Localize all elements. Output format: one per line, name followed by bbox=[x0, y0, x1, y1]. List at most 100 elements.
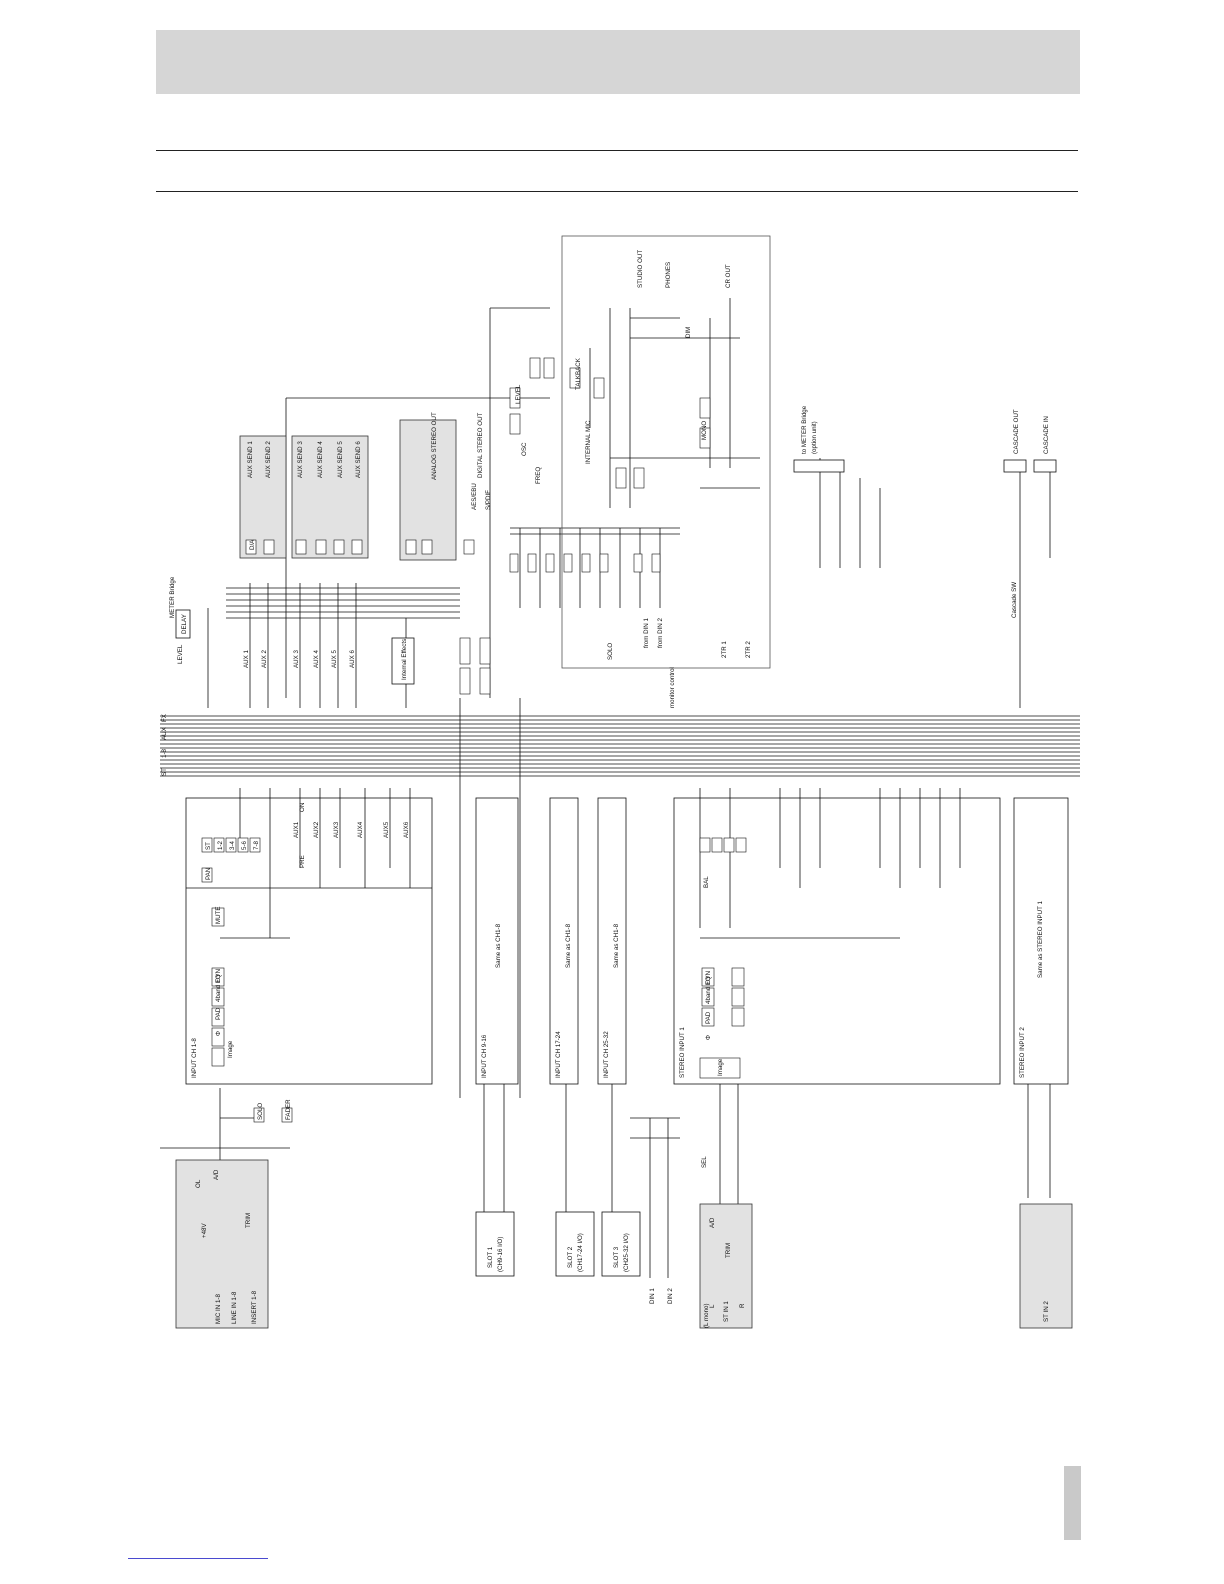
monitor-control-label: monitor control bbox=[669, 667, 676, 708]
dyn-label: DYN bbox=[215, 969, 222, 982]
meter-bridge-sub: (option unit) bbox=[811, 421, 818, 454]
bus-aux-label: AUX bbox=[161, 727, 168, 740]
assign-34-label: 3-4 bbox=[229, 840, 236, 850]
meter-bridge-title: to METER Bridge bbox=[801, 405, 808, 454]
osc-label: OSC bbox=[521, 442, 528, 456]
slot-1-box bbox=[475, 1211, 515, 1277]
st-bal-label: BAL bbox=[703, 876, 710, 888]
aux2-label: AUX2 bbox=[313, 821, 320, 838]
input-ch-label: INPUT CH 1-8 bbox=[191, 1038, 198, 1078]
stereo-input-1-label: STEREO INPUT 1 bbox=[679, 1027, 686, 1078]
slot-3-box bbox=[601, 1211, 641, 1277]
slot-1-sub: (CH9-16 I/O) bbox=[497, 1237, 504, 1272]
st-in-2-label: ST IN 2 bbox=[1043, 1301, 1050, 1322]
slot-1-label: SLOT 1 bbox=[487, 1246, 494, 1268]
header-rule-top bbox=[156, 150, 1078, 151]
delay-label: DELAY bbox=[181, 614, 188, 634]
st-image-label: Image bbox=[717, 1058, 724, 1076]
ch9-16-label: INPUT CH 9-16 bbox=[481, 1034, 488, 1078]
st-in-1-l: L bbox=[709, 1304, 716, 1308]
trim-label: TRIM bbox=[245, 1213, 252, 1228]
mute-label: MUTE bbox=[215, 906, 222, 924]
dim-label: DIM bbox=[685, 327, 692, 338]
aux-send-3-label: AUX SEND 3 bbox=[297, 441, 304, 478]
din-2-label: DIN 2 bbox=[667, 1288, 674, 1304]
input-channel-module bbox=[185, 797, 433, 1085]
insert-label: INSERT 1-8 bbox=[251, 1290, 258, 1324]
slot-3-label: SLOT 3 bbox=[613, 1246, 620, 1268]
ch17-24-label: INPUT CH 17-24 bbox=[555, 1031, 562, 1078]
aux6-label: AUX6 bbox=[403, 821, 410, 838]
stereo-input-2-label: STEREO INPUT 2 bbox=[1019, 1027, 1026, 1078]
ch17-24-note: Same as CH1-8 bbox=[565, 923, 572, 968]
ad-label: A/D bbox=[213, 1169, 220, 1180]
assign-56-label: 5-6 bbox=[241, 840, 248, 850]
cascade-in-conn bbox=[1033, 459, 1057, 473]
from-din-2-label: from DIN 2 bbox=[657, 618, 664, 648]
aux-master-3: AUX 3 bbox=[293, 650, 300, 668]
cascade-in-label: CASCADE IN bbox=[1043, 416, 1050, 454]
st-in-1-r: R bbox=[739, 1303, 746, 1308]
stereo-input-note: Same as STEREO INPUT 1 bbox=[1037, 901, 1044, 978]
st-eq-label: 4band EQ bbox=[705, 976, 712, 1004]
assign-78-label: 7-8 bbox=[253, 840, 260, 850]
st-dyn-label: DYN bbox=[705, 971, 712, 984]
st-in-1-box bbox=[699, 1203, 753, 1329]
assign-12-label: 1-2 bbox=[217, 840, 224, 850]
internal-mic-label: INTERNAL MIC bbox=[585, 420, 592, 464]
phase-label: Φ bbox=[215, 1031, 222, 1036]
aux-master-6: AUX 6 bbox=[349, 650, 356, 668]
slot-2-sub: (CH17-24 I/O) bbox=[577, 1233, 584, 1272]
cr-out-label: CR OUT bbox=[725, 264, 732, 288]
st-pad-label: PAD bbox=[705, 1011, 712, 1024]
meter-bridge-conn bbox=[793, 459, 845, 473]
footer-link-underline bbox=[128, 1558, 268, 1559]
bus-bundle bbox=[160, 715, 1080, 777]
header-rule-bottom bbox=[156, 191, 1078, 192]
block-diagram-svg: INPUT CH 1-8 MIC IN 1-8 LINE IN 1-8 INSE… bbox=[160, 235, 1080, 1329]
monitor-section bbox=[561, 235, 771, 669]
cascade-out-label: CASCADE OUT bbox=[1013, 409, 1020, 454]
mic-in-label: MIC IN 1-8 bbox=[215, 1294, 222, 1324]
aux3-label: AUX3 bbox=[333, 821, 340, 838]
st-in-1-trim: TRIM bbox=[725, 1243, 732, 1258]
aux-send-6-label: AUX SEND 6 bbox=[355, 441, 362, 478]
aux-master-2: AUX 2 bbox=[261, 650, 268, 668]
bus-fx-label: FX bbox=[161, 714, 168, 722]
phantom-label: +48V bbox=[201, 1223, 208, 1238]
st-phase-label: Φ bbox=[705, 1035, 712, 1040]
aux-master-4: AUX 4 bbox=[313, 650, 320, 668]
slot-2-box bbox=[555, 1211, 595, 1277]
din-1-label: DIN 1 bbox=[649, 1288, 656, 1304]
fader-label: FADER bbox=[285, 1099, 292, 1120]
aux-send-2-label: AUX SEND 2 bbox=[265, 441, 272, 478]
2tr-2-label: 2TR 2 bbox=[745, 641, 752, 658]
solo-label: SOLO bbox=[257, 1103, 264, 1120]
bus-18-label: 1-8 bbox=[161, 748, 168, 758]
talkback-label: TALKBACK bbox=[575, 357, 582, 390]
level-master-label: LEVEL bbox=[177, 644, 184, 664]
pan-label: PAN bbox=[205, 868, 212, 880]
stereo-input-2-module bbox=[1013, 797, 1069, 1085]
analog-stereo-out-box bbox=[399, 419, 457, 561]
ch25-32-label: INPUT CH 25-32 bbox=[603, 1031, 610, 1078]
mono-label: MONO bbox=[701, 421, 708, 440]
assign-st-label: ST bbox=[205, 842, 212, 850]
eq-label: 4band EQ bbox=[215, 974, 222, 1002]
on-label: ON bbox=[299, 803, 306, 812]
analog-stereo-out-label: ANALOG STEREO OUT bbox=[431, 412, 438, 480]
input-ch-17-24-module bbox=[549, 797, 579, 1085]
aux1-label: AUX1 bbox=[293, 821, 300, 838]
slot-2-label: SLOT 2 bbox=[567, 1246, 574, 1268]
input-ch-9-16-module bbox=[475, 797, 519, 1085]
cascade-sw-label: Cascade SW bbox=[1011, 582, 1018, 618]
aux4-label: AUX4 bbox=[357, 821, 364, 838]
aes-label: AES/EBU bbox=[471, 483, 478, 510]
phones-label: PHONES bbox=[665, 262, 672, 288]
da-label: D/A bbox=[249, 539, 256, 550]
aux-send-1-2-box bbox=[239, 435, 287, 559]
pre-label: PRE bbox=[299, 855, 306, 868]
cascade-out-conn bbox=[1003, 459, 1027, 473]
st-in-1-mono: (L mono) bbox=[703, 1303, 710, 1328]
ch9-16-note: Same as CH1-8 bbox=[495, 923, 502, 968]
